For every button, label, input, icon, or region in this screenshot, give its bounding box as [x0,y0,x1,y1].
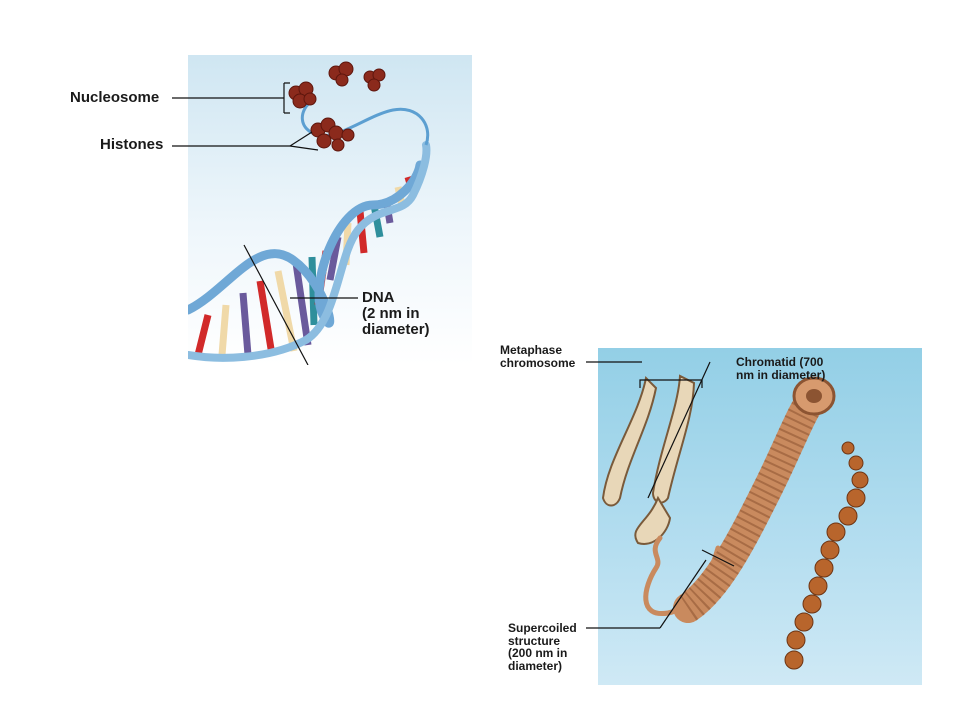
nucleosome-cluster-3 [363,68,386,92]
chromatid-pointer [647,361,711,499]
supercoil-bracket [701,549,735,567]
nucleosome-cluster-4 [310,117,355,152]
nucleosome-cluster-2 [328,61,354,87]
dna-illustration-panel [188,55,472,365]
metaphase-chromosome-label: Metaphase chromosome [500,343,576,370]
supercoil-opening [806,389,822,403]
nucleosome-label: Nucleosome [70,89,160,106]
supercoiled-structure-label: Supercoiled structure (200 nm in diamete… [508,621,577,673]
chromosome-illustration-panel [598,348,922,685]
nucleosome-cluster-1 [288,81,317,109]
dna-label: DNA (2 nm in diameter) [362,289,430,338]
chromosome-bracket [639,379,703,388]
chromosome-illustration [601,361,869,670]
histones-leader-split [289,131,319,151]
metaphase-chromosome [601,374,696,545]
histones-label: Histones [100,136,164,153]
dna-illustration [188,61,431,365]
supercoiled-chromatid [673,383,828,623]
supercoiled-leader-diag [659,559,707,629]
bead-chain [784,441,869,670]
dna-backbone-back [188,141,431,362]
dna-bracket [243,244,309,365]
dna-linker-strand [300,98,430,146]
chromatid-label: Chromatid (700 nm in diameter) [736,355,826,382]
